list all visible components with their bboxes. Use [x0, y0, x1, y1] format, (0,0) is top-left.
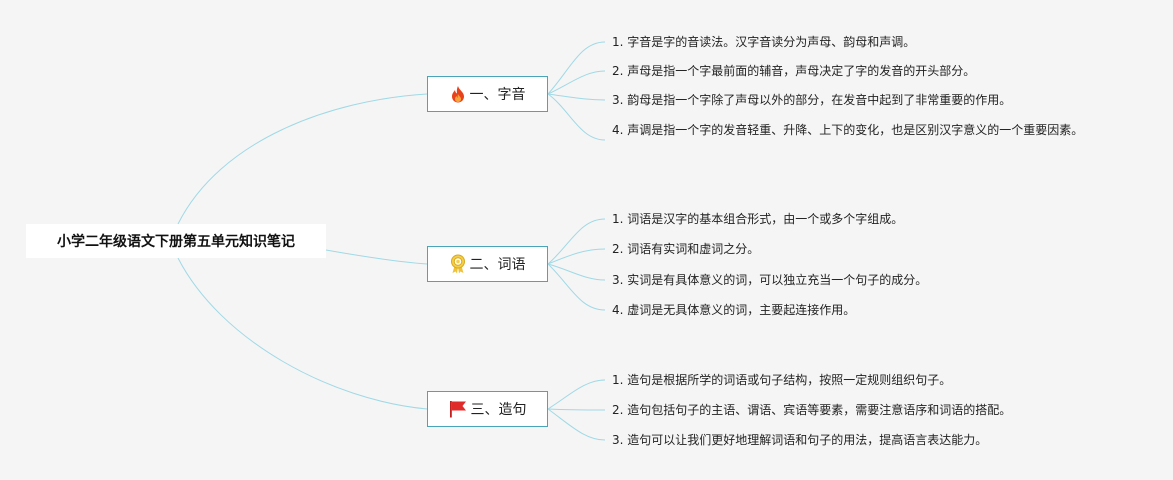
connector-branch-1-leaf-1: [547, 41, 606, 95]
connector-branch-3-leaf-1: [547, 379, 606, 410]
medal-icon: [450, 254, 466, 274]
branch-topic-zi-yin[interactable]: 一、字音: [427, 76, 548, 112]
leaf-topic[interactable]: 3. 韵母是指一个字除了声母以外的部分，在发音中起到了非常重要的作用。: [612, 93, 1012, 107]
connector-branch-3-leaf-2: [547, 408, 606, 411]
connector-branch-2-leaf-4: [547, 263, 606, 311]
connector-branch-3-leaf-3: [547, 408, 606, 441]
branch-topic-label: 一、字音: [469, 87, 526, 103]
connector-branch-1-leaf-2: [547, 70, 606, 95]
leaf-topic[interactable]: 1. 造句是根据所学的词语或句子结构，按照一定规则组织句子。: [612, 373, 952, 387]
connector-branch-2-leaf-2: [547, 248, 606, 265]
leaf-topic[interactable]: 4. 虚词是无具体意义的词，主要起连接作用。: [612, 303, 856, 317]
branch-topic-label: 二、词语: [469, 257, 526, 273]
connector-branch-1-leaf-3: [547, 93, 606, 101]
connector-branch-1-leaf-4: [547, 93, 606, 141]
leaf-topic[interactable]: 3. 实词是有具体意义的词，可以独立充当一个句子的成分。: [612, 273, 928, 287]
fire-icon: [450, 85, 466, 103]
connector-branch-2-leaf-3: [547, 263, 606, 281]
branch-topic-label: 三、造句: [470, 402, 527, 418]
flag-icon: [449, 400, 467, 418]
connector-branch-2-leaf-1: [547, 218, 606, 265]
connector-root-branch-3: [177, 257, 428, 410]
leaf-topic[interactable]: 4. 声调是指一个字的发音轻重、升降、上下的变化，也是区别汉字意义的一个重要因素…: [612, 123, 1084, 137]
leaf-topic[interactable]: 3. 造句可以让我们更好地理解词语和句子的用法，提高语言表达能力。: [612, 433, 988, 447]
leaf-topic[interactable]: 2. 造句包括句子的主语、谓语、宾语等要素，需要注意语序和词语的搭配。: [612, 403, 1012, 417]
leaf-topic[interactable]: 1. 字音是字的音读法。汉字音读分为声母、韵母和声调。: [612, 35, 916, 49]
leaf-topic[interactable]: 1. 词语是汉字的基本组合形式，由一个或多个字组成。: [612, 212, 904, 226]
branch-topic-ci-yu[interactable]: 二、词语: [427, 246, 548, 282]
root-topic[interactable]: 小学二年级语文下册第五单元知识笔记: [26, 224, 326, 258]
connector-root-branch-2: [325, 249, 428, 265]
leaf-topic[interactable]: 2. 词语有实词和虚词之分。: [612, 242, 760, 256]
root-topic-label: 小学二年级语文下册第五单元知识笔记: [57, 234, 295, 250]
connector-root-branch-1: [177, 93, 428, 225]
branch-topic-zao-ju[interactable]: 三、造句: [427, 391, 548, 427]
leaf-topic[interactable]: 2. 声母是指一个字最前面的辅音，声母决定了字的发音的开头部分。: [612, 64, 976, 78]
